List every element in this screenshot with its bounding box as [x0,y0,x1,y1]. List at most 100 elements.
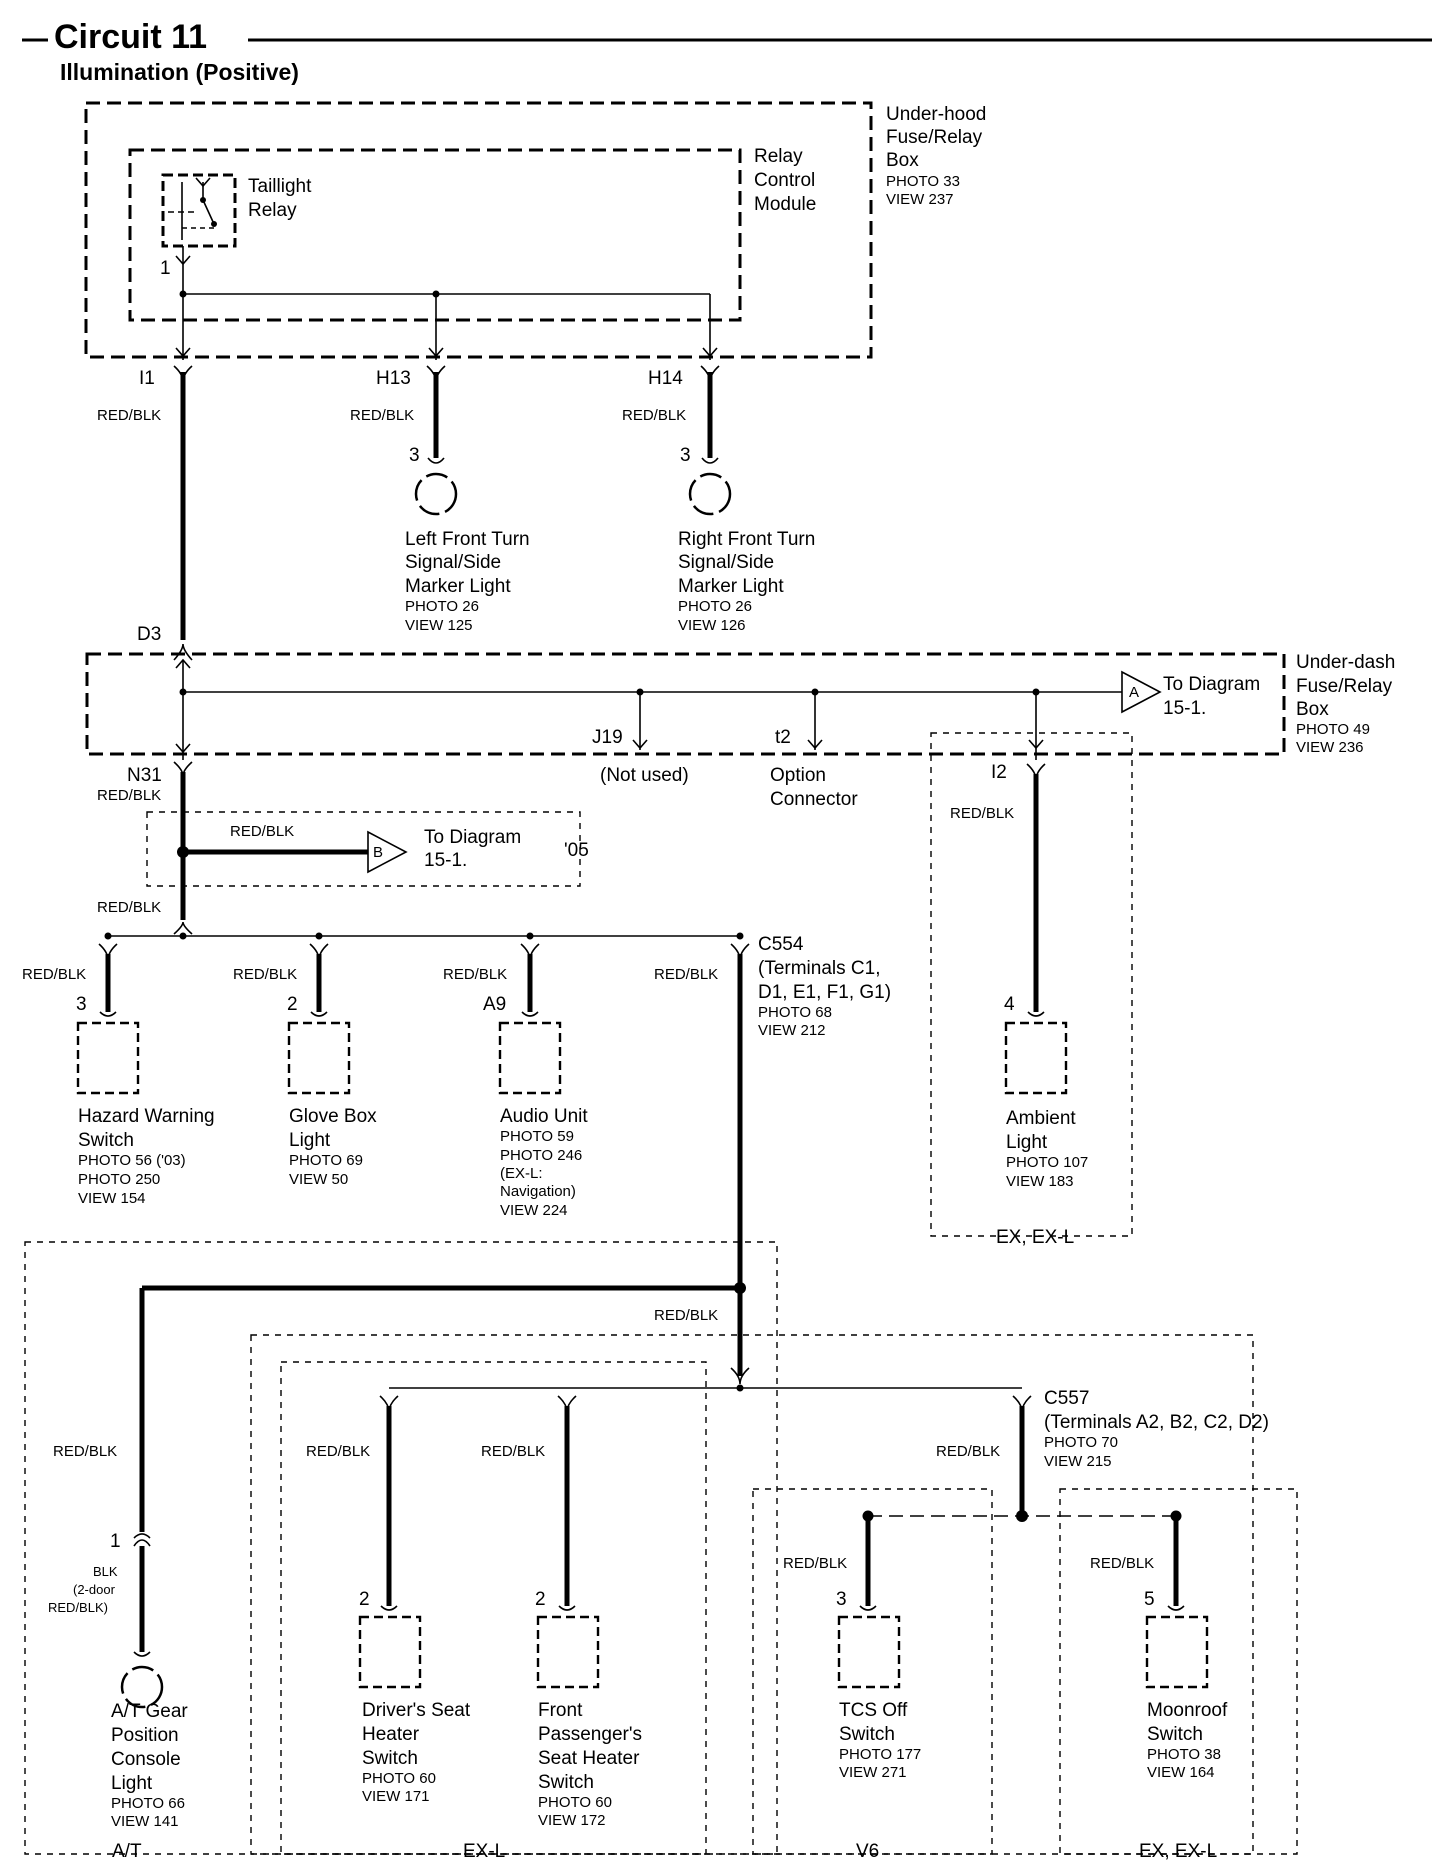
svg-text:1: 1 [160,258,171,279]
svg-text:VIEW 183: VIEW 183 [1006,1173,1074,1190]
svg-text:RED/BLK: RED/BLK [950,805,1014,822]
svg-text:Left Front Turn: Left Front Turn [405,529,530,550]
svg-text:4: 4 [1004,994,1015,1015]
svg-text:EX, EX-L: EX, EX-L [996,1227,1074,1248]
svg-text:3: 3 [409,445,420,466]
taillight-relay [161,173,237,248]
svg-text:PHOTO 49: PHOTO 49 [1296,721,1370,738]
right-front-turn-bulb-icon [688,472,732,516]
svg-text:PHOTO 33: PHOTO 33 [886,173,960,190]
svg-text:Marker Light: Marker Light [678,576,784,597]
tcs-off-switch [837,1615,901,1689]
svg-text:2: 2 [287,994,298,1015]
svg-text:Module: Module [754,194,816,215]
svg-text:Glove Box: Glove Box [289,1106,377,1127]
relay-control-module [128,148,742,322]
svg-text:Driver's Seat: Driver's Seat [362,1700,471,1721]
moonroof-switch [1145,1615,1209,1689]
svg-text:VIEW 271: VIEW 271 [839,1764,907,1781]
svg-text:RED/BLK: RED/BLK [443,966,507,983]
svg-text:2: 2 [535,1589,546,1610]
svg-text:Box: Box [886,150,919,171]
svg-text:RED/BLK: RED/BLK [654,966,718,983]
svg-text:RED/BLK: RED/BLK [783,1555,847,1572]
svg-text:Fuse/Relay: Fuse/Relay [1296,676,1393,697]
glove-box-light [287,1021,351,1095]
underdash-fuse-relay-box [85,652,1286,756]
svg-text:2: 2 [359,1589,370,1610]
svg-text:PHOTO 56 ('03): PHOTO 56 ('03) [78,1152,186,1169]
svg-text:PHOTO 70: PHOTO 70 [1044,1434,1118,1451]
svg-text:Front: Front [538,1700,583,1721]
svg-text:V6: V6 [856,1841,879,1862]
ambient-light [1004,1021,1068,1095]
svg-text:Switch: Switch [362,1748,418,1769]
svg-text:VIEW 236: VIEW 236 [1296,739,1364,756]
svg-text:VIEW 50: VIEW 50 [289,1171,348,1188]
svg-text:A/T: A/T [112,1841,142,1862]
svg-text:RED/BLK: RED/BLK [350,407,414,424]
svg-text:Seat Heater: Seat Heater [538,1748,640,1769]
svg-text:PHOTO 69: PHOTO 69 [289,1152,363,1169]
option-box-exl-seat-heaters [280,1361,707,1855]
svg-text:PHOTO 250: PHOTO 250 [78,1171,160,1188]
svg-text:Signal/Side: Signal/Side [678,552,774,573]
hazard-warning-switch [76,1021,140,1095]
svg-text:Light: Light [1006,1132,1048,1153]
svg-text:VIEW 154: VIEW 154 [78,1190,146,1207]
svg-text:VIEW 224: VIEW 224 [500,1202,568,1219]
svg-text:RED/BLK): RED/BLK) [48,1600,108,1615]
svg-text:(2-door: (2-door [73,1582,116,1597]
terminal-i2: I2 [991,762,1007,783]
audio-unit [498,1021,562,1095]
svg-text:D1, E1, F1, G1): D1, E1, F1, G1) [758,982,891,1003]
svg-text:RED/BLK: RED/BLK [230,823,294,840]
svg-text:Ambient: Ambient [1006,1108,1076,1129]
svg-text:PHOTO 107: PHOTO 107 [1006,1154,1088,1171]
svg-text:RED/BLK: RED/BLK [936,1443,1000,1460]
svg-text:RED/BLK: RED/BLK [654,1307,718,1324]
at-gear-position-bulb-icon [120,1665,164,1709]
svg-text:EX-L: EX-L [463,1841,505,1862]
svg-text:Under-hood: Under-hood [886,104,986,125]
svg-text:EX, EX-L: EX, EX-L [1139,1841,1217,1862]
svg-text:3: 3 [680,445,691,466]
terminal-h14: H14 [648,368,683,389]
svg-text:Console: Console [111,1749,181,1770]
underhood-fuse-relay-box [84,101,873,359]
svg-text:RED/BLK: RED/BLK [97,899,161,916]
svg-text:PHOTO 68: PHOTO 68 [758,1004,832,1021]
svg-text:VIEW 237: VIEW 237 [886,191,954,208]
svg-text:RED/BLK: RED/BLK [53,1443,117,1460]
svg-text:VIEW 126: VIEW 126 [678,617,746,634]
svg-text:To Diagram: To Diagram [424,827,521,848]
terminal-d3: D3 [137,624,161,645]
terminal-h13: H13 [376,368,411,389]
option-box-ex-exl-ambient [930,732,1133,1237]
svg-text:1: 1 [110,1531,121,1552]
connector-c554: C554 [758,934,804,955]
svg-text:TCS Off: TCS Off [839,1700,908,1721]
svg-text:RED/BLK: RED/BLK [481,1443,545,1460]
svg-text:A9: A9 [483,994,506,1015]
svg-text:Connector: Connector [770,789,858,810]
option-box-v6 [752,1488,993,1855]
svg-text:Under-dash: Under-dash [1296,652,1395,673]
svg-text:Relay: Relay [754,146,803,167]
svg-text:PHOTO 26: PHOTO 26 [405,598,479,615]
svg-text:Marker Light: Marker Light [405,576,511,597]
svg-text:Switch: Switch [839,1724,895,1745]
svg-text:Box: Box [1296,699,1329,720]
svg-text:RED/BLK: RED/BLK [306,1443,370,1460]
circuit-subtitle: Illumination (Positive) [60,59,299,85]
svg-text:VIEW 141: VIEW 141 [111,1813,179,1830]
svg-text:Switch: Switch [78,1130,134,1151]
svg-text:Relay: Relay [248,200,297,221]
terminal-n31: N31 [127,765,162,786]
svg-text:PHOTO 60: PHOTO 60 [362,1770,436,1787]
svg-text:Heater: Heater [362,1724,420,1745]
svg-text:Right Front Turn: Right Front Turn [678,529,815,550]
svg-text:Navigation): Navigation) [500,1183,576,1200]
svg-text:3: 3 [836,1589,847,1610]
